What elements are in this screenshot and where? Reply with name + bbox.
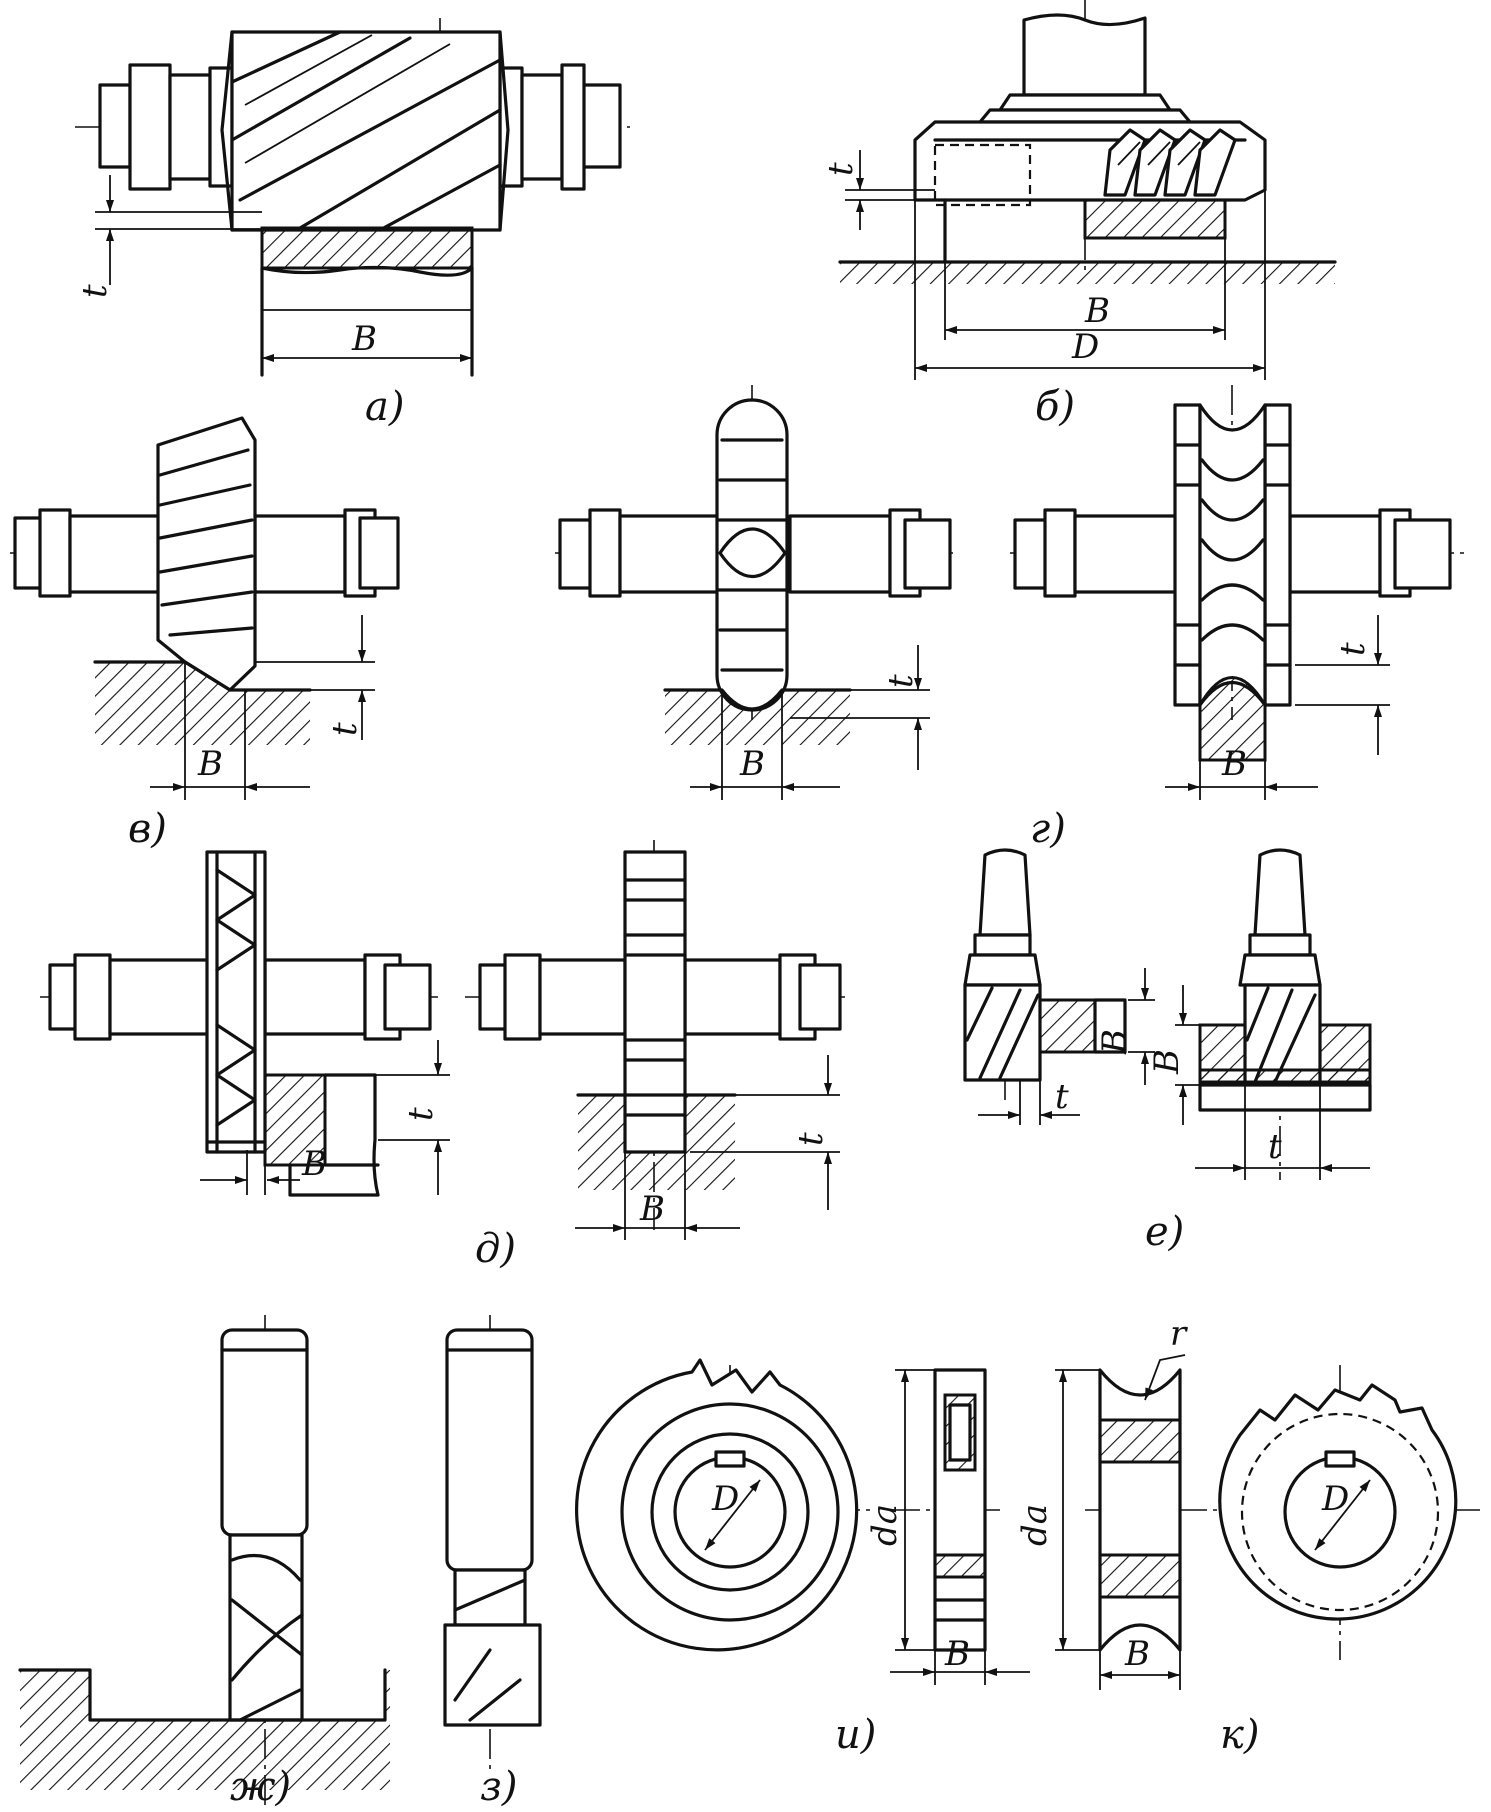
figure-k-concave-disk-cutter: r da B D к) — [1015, 1314, 1480, 1758]
figure-v-angle-cutter: B t в) — [10, 416, 400, 852]
fig-g-caption: г) — [1030, 806, 1066, 852]
fig-d-width-1-label: B — [301, 1144, 327, 1184]
fig-k-width-label: B — [1124, 1634, 1150, 1674]
fig-e-width-1-label: B — [1095, 1029, 1135, 1055]
fig-g-width-2-label: B — [1221, 744, 1247, 784]
fig-e-width-2-label: B — [1147, 1049, 1187, 1075]
figure-d-side-cutter: B t — [40, 850, 450, 1197]
figure-d-slot-cutter: B t д) — [465, 840, 845, 1272]
fig-a-width-label: B — [351, 319, 377, 359]
fig-v-caption: в) — [128, 806, 167, 852]
fig-k-radius-label: r — [1170, 1314, 1188, 1354]
fig-i-bore-label: D — [711, 1479, 739, 1519]
fig-k-bore-label: D — [1321, 1479, 1349, 1519]
fig-e-caption: е) — [1145, 1209, 1184, 1255]
fig-b-caption: б) — [1035, 384, 1075, 430]
fig-z-caption: з) — [480, 1764, 517, 1810]
fig-d-width-2-label: B — [639, 1189, 665, 1229]
fig-d-depth-2-label: t — [791, 1132, 831, 1146]
figure-i-disk-cutter: D da B и) — [575, 1358, 1030, 1758]
fig-g-depth-2-label: t — [1333, 642, 1373, 656]
fig-k-caption: к) — [1220, 1712, 1260, 1758]
fig-e-depth-1-label: t — [1055, 1077, 1069, 1117]
fig-d-depth-1-label: t — [401, 1107, 441, 1121]
fig-g-depth-1-label: t — [881, 674, 921, 688]
fig-i-caption: и) — [835, 1712, 876, 1758]
fig-g-width-1-label: B — [739, 744, 765, 784]
figure-b-face-mill: B D t б) — [821, 0, 1337, 430]
fig-b-depth-label: t — [821, 162, 861, 176]
figure-zh-end-mill-pocket: ж) — [18, 1315, 390, 1810]
figure-g-concave-cutter: B t г) — [1010, 385, 1470, 852]
figure-e-end-mills: B t B t е) — [963, 848, 1372, 1255]
fig-v-width-label: B — [197, 744, 223, 784]
fig-b-width-label: B — [1084, 291, 1110, 331]
fig-a-caption: а) — [365, 384, 404, 430]
figure-a-cylindrical-cutter: B t а) — [75, 18, 630, 430]
fig-i-outer-label: da — [865, 1504, 905, 1546]
fig-a-depth-label: t — [75, 284, 115, 298]
fig-k-outer-label: da — [1015, 1504, 1055, 1546]
fig-b-diameter-label: D — [1071, 327, 1099, 367]
fig-zh-caption: ж) — [230, 1764, 291, 1810]
fig-d-caption: д) — [475, 1226, 516, 1272]
fig-i-width-label: B — [944, 1634, 970, 1674]
fig-v-depth-label: t — [325, 722, 365, 736]
figure-g-convex-cutter: B t — [555, 385, 955, 800]
fig-e-depth-2-label: t — [1268, 1127, 1282, 1167]
figure-z-slot-drill: з) — [443, 1315, 542, 1810]
